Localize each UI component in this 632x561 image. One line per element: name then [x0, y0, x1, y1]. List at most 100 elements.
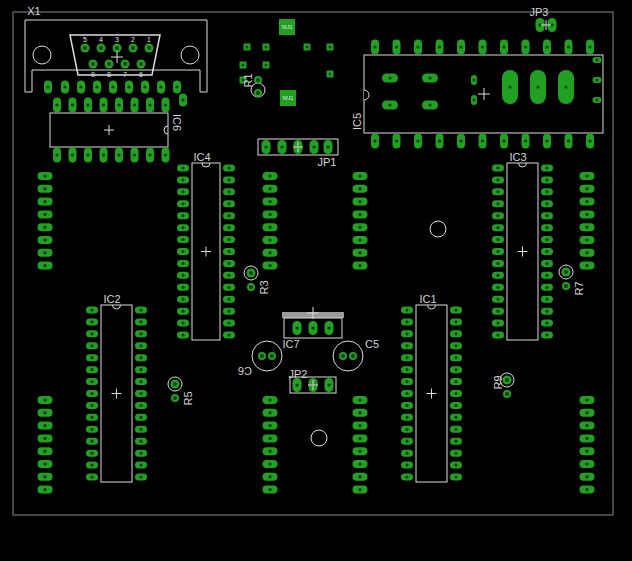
pad	[121, 60, 130, 69]
pad	[450, 438, 462, 445]
pad	[177, 296, 189, 303]
pad	[401, 414, 413, 421]
pad	[543, 40, 551, 55]
pad	[541, 320, 553, 327]
pad	[541, 332, 553, 339]
pad	[492, 332, 504, 339]
pad	[135, 318, 147, 325]
pad	[580, 172, 595, 180]
pad	[309, 378, 318, 392]
pin-number: 8	[107, 71, 111, 78]
pad	[401, 342, 413, 349]
pad	[86, 378, 98, 385]
pad	[263, 460, 278, 468]
pad	[263, 172, 278, 180]
pad	[401, 402, 413, 409]
pad	[240, 62, 247, 69]
pad	[353, 236, 368, 244]
pad	[450, 450, 462, 457]
pad	[38, 447, 53, 455]
silk-outline	[507, 163, 538, 340]
part-name: R5	[183, 391, 194, 405]
pad	[562, 268, 571, 277]
pad	[135, 402, 147, 409]
pad	[503, 376, 512, 385]
pad	[401, 378, 413, 385]
pad	[171, 380, 180, 389]
pad	[263, 396, 278, 404]
pad	[401, 307, 413, 314]
pin1-notch	[519, 163, 527, 167]
pad	[558, 70, 574, 104]
pad	[223, 332, 235, 339]
pad	[86, 426, 98, 433]
pad	[223, 308, 235, 315]
pad	[353, 460, 368, 468]
pad	[38, 409, 53, 417]
pad	[450, 402, 462, 409]
origin-cross	[308, 380, 318, 390]
pad	[223, 236, 235, 243]
pad	[61, 81, 69, 94]
resistor-outline	[559, 265, 573, 279]
part-name: C6	[238, 365, 252, 376]
pad	[353, 185, 368, 193]
pad	[492, 248, 504, 255]
pad	[171, 394, 179, 402]
pad	[450, 330, 462, 337]
pad	[492, 236, 504, 243]
pad	[86, 307, 98, 314]
pin1-notch	[202, 163, 210, 167]
pad	[263, 249, 278, 257]
pad	[69, 98, 77, 113]
origin-cross	[112, 389, 122, 399]
pad	[293, 321, 302, 335]
pad	[162, 148, 170, 163]
pad	[450, 414, 462, 421]
pad	[327, 44, 334, 51]
pad	[580, 409, 595, 417]
pad	[479, 134, 487, 149]
pad	[541, 272, 553, 279]
board-outline	[13, 12, 613, 515]
origin-cross	[307, 307, 319, 319]
pad	[541, 308, 553, 315]
pad	[38, 422, 53, 430]
pad	[541, 296, 553, 303]
pad	[324, 140, 333, 154]
pad	[492, 200, 504, 207]
pad	[263, 262, 278, 270]
pad	[503, 390, 511, 398]
pad	[541, 284, 553, 291]
pad	[543, 134, 551, 149]
pad	[565, 134, 573, 149]
part-name: R3	[259, 280, 270, 294]
pad	[457, 134, 465, 149]
pad	[100, 148, 108, 163]
pad	[492, 176, 504, 183]
pad	[177, 212, 189, 219]
pad	[522, 134, 530, 149]
pad	[279, 19, 295, 35]
pad	[263, 185, 278, 193]
pad	[580, 210, 595, 218]
pad	[109, 81, 117, 94]
pad	[393, 40, 401, 55]
origin-cross	[293, 142, 303, 152]
pad	[177, 176, 189, 183]
pad	[135, 366, 147, 373]
pad	[135, 438, 147, 445]
pin-number: 4	[99, 36, 103, 43]
origin-cross	[201, 247, 211, 257]
pad	[327, 71, 334, 78]
pad	[401, 318, 413, 325]
pad	[177, 260, 189, 267]
pad	[522, 40, 530, 55]
connector-outline	[25, 20, 207, 92]
pad	[162, 98, 170, 113]
pad	[593, 77, 602, 83]
pad	[450, 462, 462, 469]
pad	[541, 165, 553, 172]
pad	[135, 354, 147, 361]
pad	[353, 473, 368, 481]
